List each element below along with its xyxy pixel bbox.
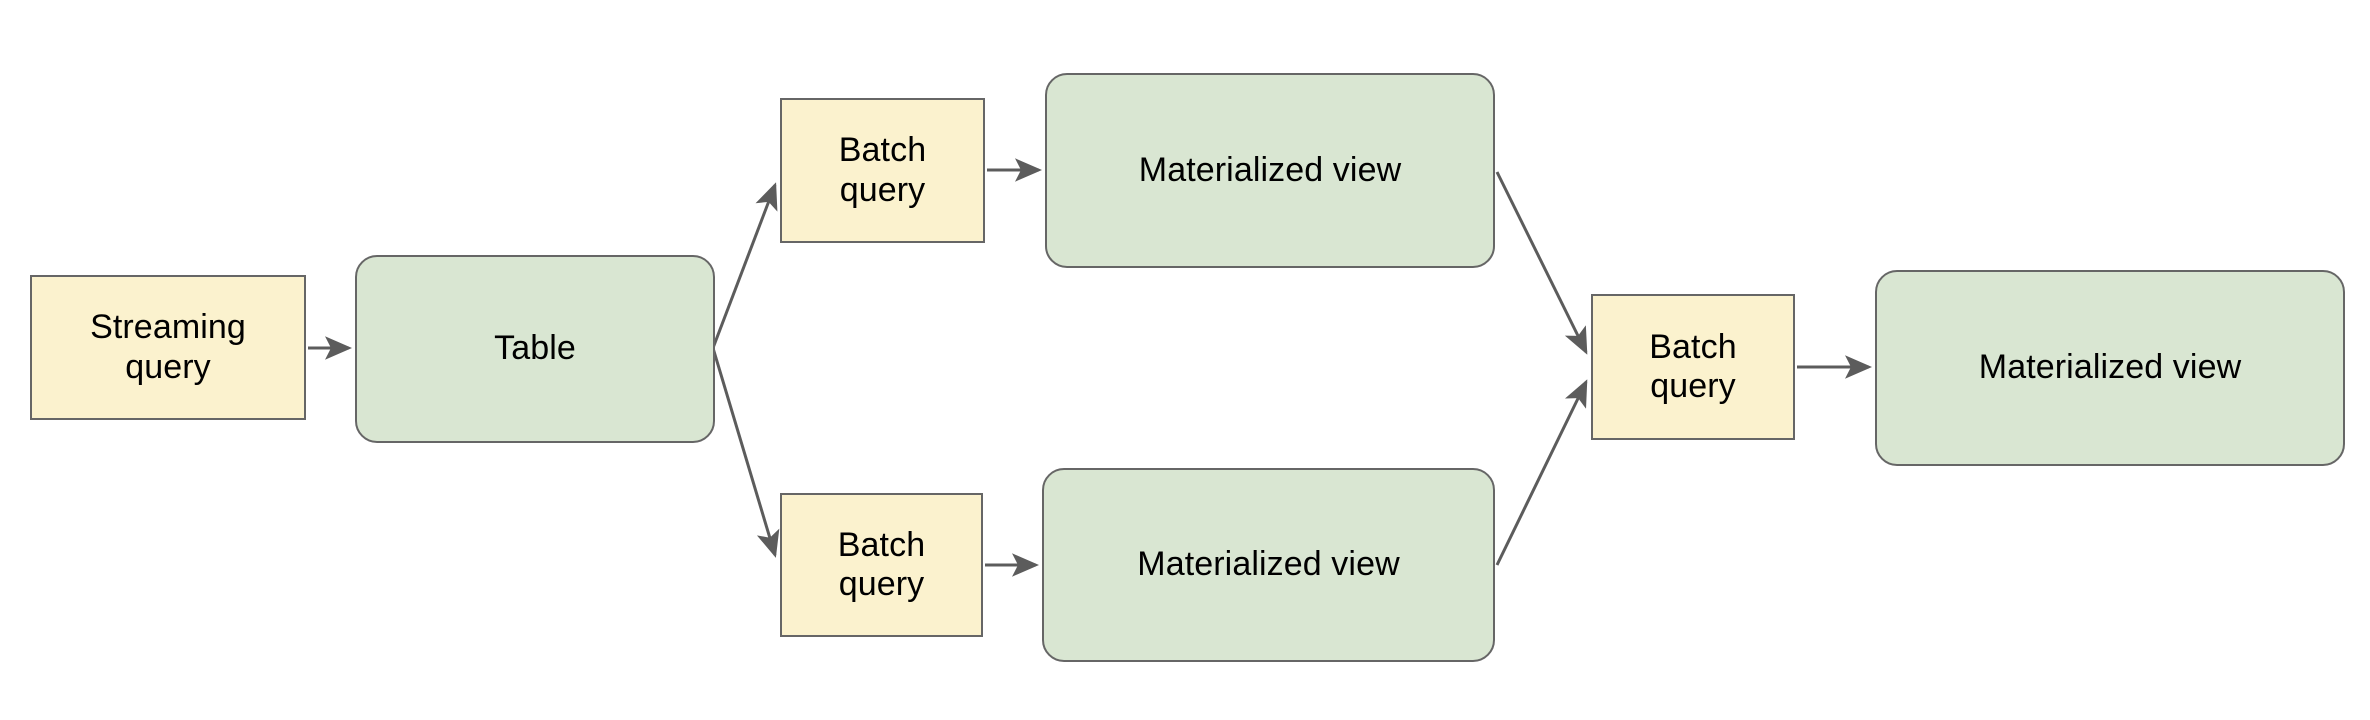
node-batch-query-bottom[interactable]: Batch query — [780, 493, 983, 637]
node-label: Streaming query — [90, 308, 246, 386]
node-batch-query-top[interactable]: Batch query — [780, 98, 985, 243]
node-materialized-view-top[interactable]: Materialized view — [1045, 73, 1495, 268]
node-materialized-view-right[interactable]: Materialized view — [1875, 270, 2345, 466]
node-table[interactable]: Table — [355, 255, 715, 443]
node-label: Materialized view — [1138, 150, 1402, 189]
node-label: Batch query — [837, 525, 926, 603]
edge-arrow — [1495, 379, 1588, 566]
node-label: Materialized view — [1978, 348, 2242, 387]
node-materialized-view-bottom[interactable]: Materialized view — [1042, 468, 1495, 662]
edge-arrow — [711, 347, 780, 558]
node-label: Materialized view — [1137, 545, 1400, 584]
node-label: Batch query — [838, 131, 927, 209]
edge-arrow — [1495, 171, 1588, 355]
node-batch-query-right[interactable]: Batch query — [1591, 294, 1795, 440]
node-label: Batch query — [1649, 327, 1737, 405]
node-label: Table — [494, 329, 576, 368]
edge-arrow — [711, 182, 778, 349]
node-streaming-query[interactable]: Streaming query — [30, 275, 306, 420]
